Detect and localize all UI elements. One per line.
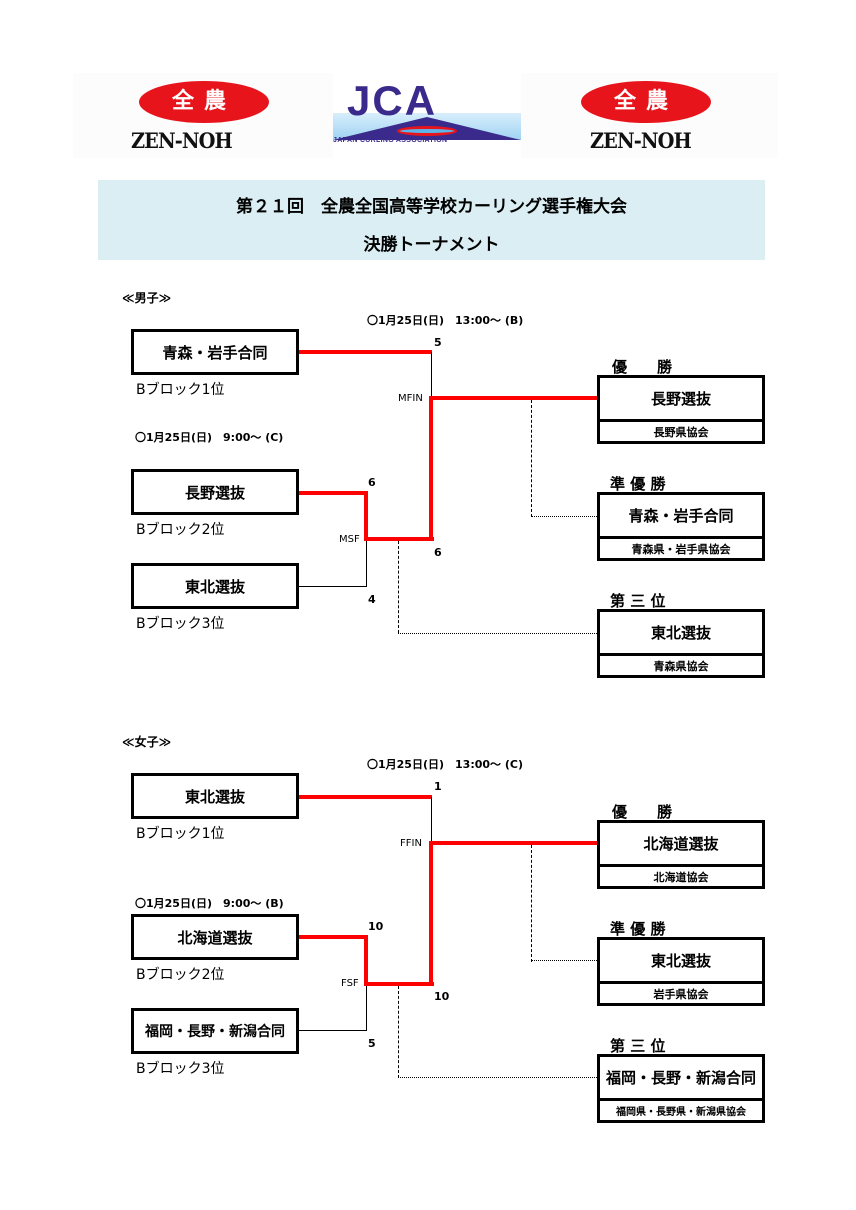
men-runnerup-line bbox=[531, 516, 599, 517]
page-subtitle: 決勝トーナメント bbox=[363, 235, 500, 255]
section-label-men: ≪男子≫ bbox=[122, 291, 172, 305]
women-runnerup-association: 岩手県協会 bbox=[653, 987, 709, 1001]
men-team-3-block: Bブロック3位 bbox=[136, 616, 225, 632]
women-final-score-bottom: 10 bbox=[434, 990, 450, 1003]
women-semi-winner-vertical bbox=[364, 935, 368, 985]
women-runnerup-team: 東北選抜 bbox=[600, 940, 762, 984]
zen-noh-oval-icon: 全農 bbox=[581, 81, 711, 123]
women-semi-score-bottom: 5 bbox=[368, 1037, 376, 1050]
women-semi-score-top: 10 bbox=[368, 920, 384, 933]
title-band: 第２１回 全農全国高等学校カーリング選手権大会 決勝トーナメント bbox=[98, 180, 765, 260]
zen-noh-logo-right: 全農 ZEN-NOH bbox=[521, 73, 778, 158]
men-champion-team: 長野選抜 bbox=[600, 378, 762, 422]
men-final-code: MFIN bbox=[398, 393, 423, 404]
men-team2-line bbox=[299, 491, 368, 495]
men-runnerup-team: 青森・岩手合同 bbox=[600, 495, 762, 539]
men-final-score-bottom: 6 bbox=[434, 546, 442, 559]
women-final-winner-vertical bbox=[429, 841, 433, 986]
page-title: 第２１回 全農全国高等学校カーリング選手権大会 bbox=[236, 197, 627, 217]
zen-noh-logo-left: 全農 ZEN-NOH bbox=[73, 73, 333, 158]
women-semi-schedule: 〇1月25日(日) 9:00～ (B) bbox=[135, 897, 284, 910]
women-final-code: FFIN bbox=[400, 838, 422, 849]
men-final-score-top: 5 bbox=[434, 336, 442, 349]
women-rank-2-label: 準 優 勝 bbox=[610, 920, 666, 938]
women-champion-association: 北海道協会 bbox=[653, 870, 709, 884]
women-third-connector bbox=[398, 986, 399, 1078]
men-final-connector bbox=[431, 352, 432, 398]
men-champion-line bbox=[429, 396, 599, 400]
section-label-women: ≪女子≫ bbox=[122, 735, 172, 749]
women-team2-line bbox=[299, 935, 368, 939]
women-result-runnerup: 東北選抜 岩手県協会 bbox=[597, 937, 765, 1006]
men-third-team: 東北選抜 bbox=[600, 612, 762, 656]
women-result-third: 福岡・長野・新潟合同 福岡県・長野県・新潟県協会 bbox=[597, 1054, 765, 1123]
men-team-1: 青森・岩手合同 bbox=[131, 329, 299, 375]
jca-house-icon bbox=[397, 126, 457, 136]
men-team-3: 東北選抜 bbox=[131, 563, 299, 609]
women-third-team: 福岡・長野・新潟合同 bbox=[600, 1057, 762, 1101]
men-team-2: 長野選抜 bbox=[131, 469, 299, 515]
zen-noh-oval-icon: 全農 bbox=[139, 81, 269, 123]
women-team3-line bbox=[299, 1030, 366, 1031]
women-rank-1-label: 優 勝 bbox=[612, 803, 673, 821]
men-team3-line bbox=[299, 586, 366, 587]
men-semi-score-top: 6 bbox=[368, 476, 376, 489]
women-runnerup-connector bbox=[531, 845, 532, 962]
men-final-schedule: 〇1月25日(日) 13:00～ (B) bbox=[367, 314, 524, 327]
jca-logo: JCA JAPAN CURLING ASSOCIATION bbox=[333, 73, 521, 147]
men-semi-schedule: 〇1月25日(日) 9:00～ (C) bbox=[135, 431, 284, 444]
men-runnerup-association: 青森県・岩手県協会 bbox=[631, 542, 731, 556]
men-team-2-block: Bブロック2位 bbox=[136, 522, 225, 538]
men-semi-score-bottom: 4 bbox=[368, 593, 376, 606]
men-semi-code: MSF bbox=[339, 534, 360, 545]
women-third-line bbox=[398, 1077, 599, 1078]
men-rank-3-label: 第 三 位 bbox=[610, 592, 666, 610]
men-result-third: 東北選抜 青森県協会 bbox=[597, 609, 765, 678]
women-team-2: 北海道選抜 bbox=[131, 914, 299, 960]
jca-letters: JCA bbox=[347, 77, 438, 124]
men-third-connector bbox=[398, 541, 399, 633]
men-third-association: 青森県協会 bbox=[653, 659, 709, 673]
women-semi-code: FSF bbox=[341, 978, 359, 989]
men-runnerup-connector bbox=[531, 400, 532, 517]
men-third-line bbox=[398, 633, 599, 634]
women-team-3-block: Bブロック3位 bbox=[136, 1061, 225, 1077]
women-team1-line bbox=[299, 795, 432, 799]
women-team-1-block: Bブロック1位 bbox=[136, 826, 225, 842]
women-result-champion: 北海道選抜 北海道協会 bbox=[597, 820, 765, 889]
women-third-association: 福岡県・長野県・新潟県協会 bbox=[616, 1107, 746, 1118]
women-champion-team: 北海道選抜 bbox=[600, 823, 762, 867]
men-final-winner-vertical bbox=[429, 396, 433, 541]
women-final-score-top: 1 bbox=[434, 780, 442, 793]
women-champion-line bbox=[429, 841, 599, 845]
men-semi-winner-vertical bbox=[364, 491, 368, 541]
men-rank-1-label: 優 勝 bbox=[612, 358, 673, 376]
men-result-champion: 長野選抜 長野県協会 bbox=[597, 375, 765, 444]
men-semi-to-final-line bbox=[364, 537, 434, 541]
men-rank-2-label: 準 優 勝 bbox=[610, 475, 666, 493]
men-result-runnerup: 青森・岩手合同 青森県・岩手県協会 bbox=[597, 492, 765, 561]
women-team-3: 福岡・長野・新潟合同 bbox=[131, 1008, 299, 1054]
men-semi-connector bbox=[366, 541, 367, 587]
men-team1-line bbox=[299, 350, 432, 354]
women-semi-connector bbox=[366, 985, 367, 1031]
women-final-schedule: 〇1月25日(日) 13:00～ (C) bbox=[367, 758, 523, 771]
women-rank-3-label: 第 三 位 bbox=[610, 1037, 666, 1055]
men-team-1-block: Bブロック1位 bbox=[136, 382, 225, 398]
jca-caption: JAPAN CURLING ASSOCIATION bbox=[333, 137, 448, 144]
men-champion-association: 長野県協会 bbox=[653, 425, 709, 439]
women-runnerup-line bbox=[531, 960, 599, 961]
women-team-1: 東北選抜 bbox=[131, 773, 299, 819]
zen-noh-wordmark: ZEN-NOH bbox=[590, 128, 692, 153]
women-final-connector bbox=[431, 797, 432, 843]
women-team-2-block: Bブロック2位 bbox=[136, 967, 225, 983]
zen-noh-wordmark: ZEN-NOH bbox=[131, 128, 233, 153]
women-semi-to-final-line bbox=[364, 982, 434, 986]
